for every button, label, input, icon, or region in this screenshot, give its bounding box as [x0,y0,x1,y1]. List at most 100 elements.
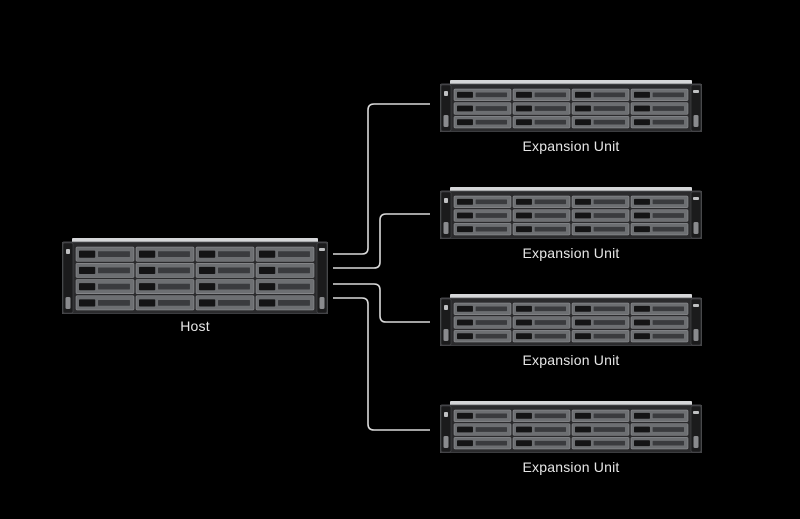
drive-bay-vent [593,213,626,218]
rack-handle-right [693,222,699,234]
drive-bay-vent [98,300,130,306]
drive-bay-vent [534,213,567,218]
drive-bay-latch [634,198,650,205]
drive-bay-vent [475,333,508,339]
rack-handle-left [443,115,449,127]
drive-bay-latch [575,305,591,312]
rack-handle-right [319,297,325,309]
drive-bay-vent [534,226,567,232]
connector-host-to-unit-1 [333,103,430,255]
rack-ear-left [62,242,74,314]
drive-bay-latch [199,283,216,291]
status-led-panel [444,412,448,417]
host-server [62,238,328,314]
drive-bay-vent [534,306,567,312]
drive-bay-vent [475,320,508,325]
drive-bay-latch [634,91,650,98]
drive-bay-vent [475,92,508,98]
drive-bay-vent [534,440,567,446]
drive-bay-latch [139,283,156,291]
drive-bay-vent [218,251,250,257]
drive-bay-vent [534,119,567,125]
usb-port [693,197,699,200]
drive-bay-latch [575,319,591,326]
usb-port [693,90,699,93]
drive-bay-latch [516,91,532,98]
drive-bay-latch [516,305,532,312]
expansion-unit-2 [440,187,702,239]
connector-host-to-unit-3 [333,283,430,323]
drive-bay-latch [634,412,650,419]
usb-port [693,411,699,414]
expansion-unit-3 [440,294,702,346]
drive-bay-latch [516,212,532,219]
drive-bay-vent [652,106,685,111]
drive-bay-vent [652,199,685,205]
drive-bay-vent [534,413,567,419]
drive-bay-latch [457,412,473,419]
drive-bay-latch [516,426,532,433]
drive-bay-vent [652,92,685,98]
drive-bay-vent [278,300,310,306]
drive-bay-vent [475,440,508,446]
drive-bay-latch [457,226,473,233]
status-led-panel [444,305,448,310]
usb-port [693,304,699,307]
drive-bay-vent [534,333,567,339]
drive-bay-latch [259,250,276,258]
drive-bay-vent [218,267,250,274]
drive-bay-latch [575,440,591,447]
drive-bay-latch [457,91,473,98]
drive-bay-latch [516,333,532,340]
rack-handle-left [65,297,71,309]
drive-bay-latch [575,333,591,340]
drive-bay-latch [259,299,276,307]
expansion-unit-3-label: Expansion Unit [522,352,620,368]
drive-bay-vent [593,413,626,419]
host-label: Host [180,318,210,334]
drive-bay-vent [158,283,190,290]
drive-bay-vent [593,306,626,312]
expansion-unit-2-chassis [440,187,702,239]
drive-bay-latch [516,226,532,233]
drive-bay-vent [218,283,250,290]
expansion-unit-1-chassis [440,80,702,132]
drive-bay-vent [534,199,567,205]
status-led-panel [66,249,70,254]
drive-bay-latch [79,250,96,258]
drive-bay-vent [475,213,508,218]
connector-host-to-unit-4 [333,297,430,431]
drive-bay-latch [634,105,650,112]
drive-bay-latch [516,412,532,419]
drive-bay-latch [199,250,216,258]
drive-bay-latch [634,426,650,433]
drive-bay-latch [575,105,591,112]
drive-bay-vent [593,333,626,339]
host-server-chassis [62,238,328,314]
drive-bay-latch [575,226,591,233]
drive-bay-latch [516,105,532,112]
connector-host-to-unit-2 [333,213,430,269]
drive-bay-vent [278,283,310,290]
drive-bay-vent [278,251,310,257]
drive-bay-vent [218,300,250,306]
drive-bay-latch [634,319,650,326]
drive-bay-latch [259,283,276,291]
drive-bay-latch [199,266,216,274]
drive-bay-vent [158,267,190,274]
expansion-unit-2-label: Expansion Unit [522,245,620,261]
drive-bay-vent [158,300,190,306]
drive-bay-vent [593,92,626,98]
drive-bay-vent [652,226,685,232]
drive-bay-vent [593,226,626,232]
drive-bay-vent [652,119,685,125]
drive-bay-latch [516,119,532,126]
rack-handle-left [443,329,449,341]
drive-bay-latch [575,119,591,126]
drive-bay-vent [98,267,130,274]
drive-bay-latch [457,319,473,326]
drive-bay-latch [457,119,473,126]
drive-bay-vent [652,333,685,339]
expansion-unit-3-chassis [440,294,702,346]
usb-port [319,248,325,251]
